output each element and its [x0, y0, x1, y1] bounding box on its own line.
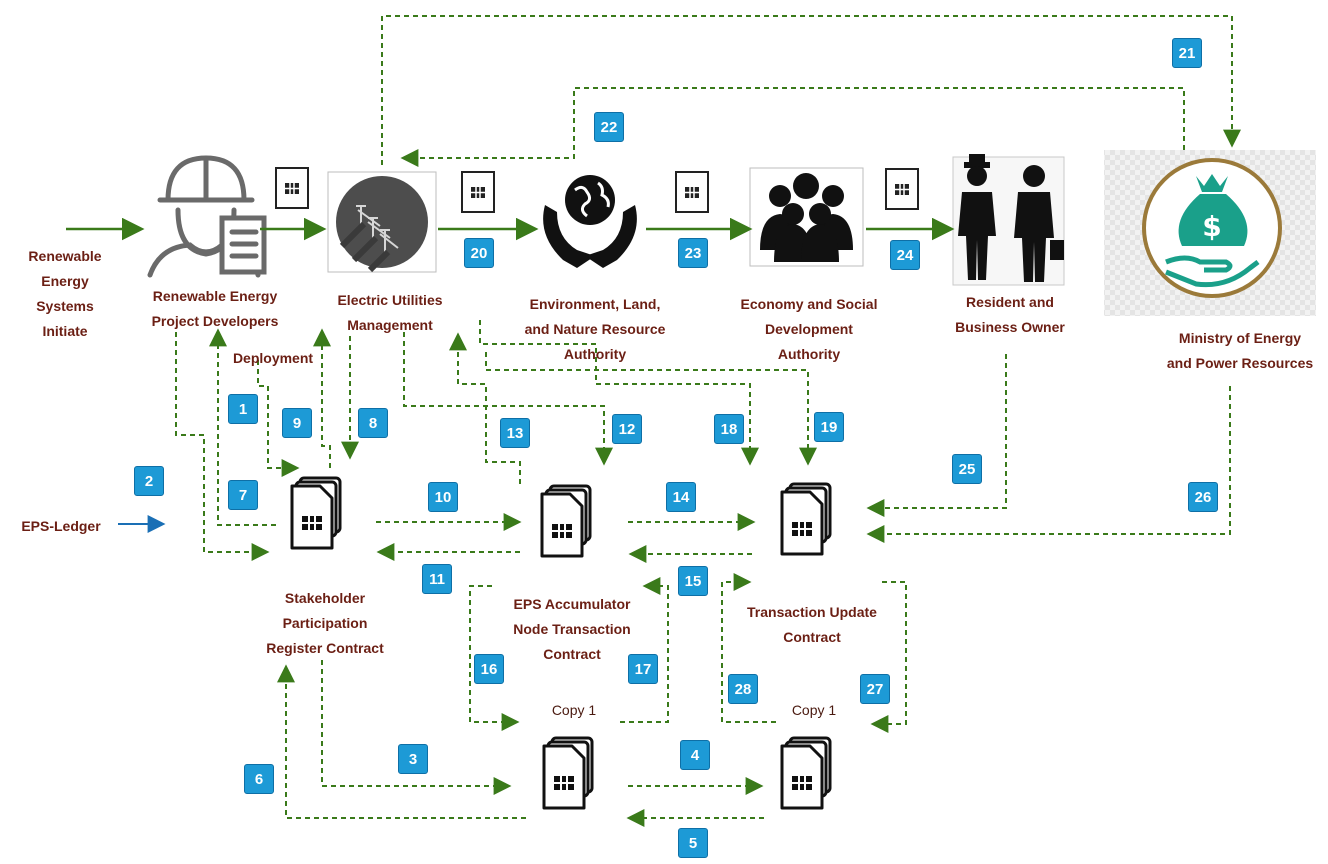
doc-icon: [275, 167, 309, 209]
connector-26: [866, 386, 1231, 543]
connector-2: [175, 332, 270, 561]
group-icon: [760, 173, 853, 262]
step-badge: 19: [814, 412, 844, 442]
step-badge: 22: [594, 112, 624, 142]
stakeholder-contract-label: Stakeholder Participation Register Contr…: [266, 590, 384, 656]
step-badge: 4: [680, 740, 710, 770]
step-badge: 13: [500, 418, 530, 448]
step-badge: 28: [728, 674, 758, 704]
connector-13: [449, 332, 521, 484]
utilities-label: Electric Utilities Management: [337, 292, 443, 333]
step-badge: 11: [422, 564, 452, 594]
initiate-label: Renewable Energy Systems Initiate: [28, 248, 102, 339]
stakeholder-contract-icon: [290, 476, 342, 550]
copy-a-label: Copy 1: [551, 702, 597, 718]
ledger-label: EPS-Ledger: [21, 518, 101, 534]
accumulator-contract-label: EPS Accumulator Node Transaction Contrac…: [513, 596, 631, 662]
transaction-update-contract-icon: [780, 482, 832, 556]
doc-icon: [675, 171, 709, 213]
deployment-label: Deployment: [232, 350, 314, 366]
businessmen-icon: [958, 154, 1064, 282]
step-badge: 20: [464, 238, 494, 268]
connector-9: [313, 328, 331, 468]
money-bag-icon: $: [1142, 158, 1282, 298]
step-badge: 23: [678, 238, 708, 268]
step-badge: 21: [1172, 38, 1202, 68]
globe-hands-icon: [543, 175, 637, 268]
step-badge: 14: [666, 482, 696, 512]
step-badge: 26: [1188, 482, 1218, 512]
connector-16: [469, 585, 520, 731]
step-badge: 7: [228, 480, 258, 510]
connector-21: [381, 15, 1241, 165]
developers-label: Renewable Energy Project Developers: [151, 288, 279, 329]
step-badge: 10: [428, 482, 458, 512]
step-badge: 25: [952, 454, 982, 484]
step-badge: 5: [678, 828, 708, 858]
step-badge: 16: [474, 654, 504, 684]
connector-22: [400, 87, 1185, 167]
svg-text:$: $: [1202, 210, 1221, 243]
step-badge: 1: [228, 394, 258, 424]
step-badge: 17: [628, 654, 658, 684]
doc-icon: [461, 171, 495, 213]
environment-label: Environment, Land, and Nature Resource A…: [524, 296, 666, 362]
connector-18: [479, 320, 759, 466]
step-badge: 27: [860, 674, 890, 704]
ministry-label: Ministry of Energy and Power Resources: [1166, 330, 1314, 371]
connector-12: [403, 332, 613, 466]
connector-28: [721, 573, 776, 723]
step-badge: 18: [714, 414, 744, 444]
step-badge: 9: [282, 408, 312, 438]
step-badge: 12: [612, 414, 642, 444]
copy-b-label: Copy 1: [791, 702, 837, 718]
accumulator-contract-icon: [540, 484, 592, 558]
transaction-update-label: Transaction Update Contract: [747, 604, 877, 645]
connector-1: [257, 360, 300, 477]
economy-label: Economy and Social Development Authority: [740, 296, 878, 362]
developer-icon: [147, 155, 267, 278]
resident-label: Resident and Business Owner: [955, 294, 1065, 335]
connector-7: [209, 328, 276, 526]
connector-27: [870, 581, 907, 733]
connector-25: [866, 354, 1007, 517]
power-line-icon: [336, 176, 428, 273]
connector-19: [485, 352, 817, 466]
step-badge: 2: [134, 466, 164, 496]
step-badge: 6: [244, 764, 274, 794]
step-badge: 8: [358, 408, 388, 438]
copy-a-icon: [542, 736, 594, 810]
step-badge: 15: [678, 566, 708, 596]
doc-icon: [885, 168, 919, 210]
step-badge: 3: [398, 744, 428, 774]
connector-3: [321, 660, 512, 795]
step-badge: 24: [890, 240, 920, 270]
copy-b-icon: [780, 736, 832, 810]
